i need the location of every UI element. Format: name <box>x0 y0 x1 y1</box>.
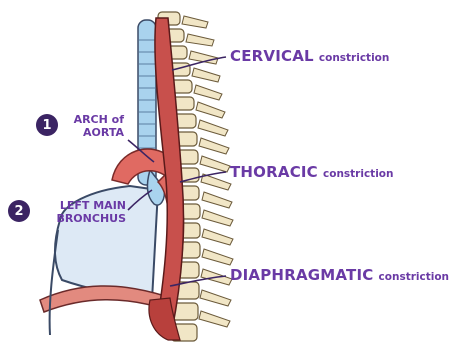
left-main-bronchus-label: LEFT MAIN BRONCHUS <box>34 199 126 225</box>
cervical-title: CERVICAL <box>230 47 314 65</box>
arch-of-aorta-line-2: AORTA <box>62 126 124 139</box>
diaphragmatic-suffix: constriction <box>379 271 450 283</box>
left-main-bronchus-line-1: LEFT MAIN <box>34 199 126 212</box>
marker-2-badge: 2 <box>8 200 30 222</box>
diaphragmatic-constriction-label: DIAPHRAGMATIC constriction <box>230 267 449 283</box>
thoracic-suffix: constriction <box>323 168 394 180</box>
thoracic-title: THORACIC <box>230 163 318 181</box>
diaphragmatic-title: DIAPHRAGMATIC <box>230 266 373 284</box>
arch-of-aorta-line-1: ARCH of <box>62 113 124 126</box>
chest-wall <box>50 230 58 335</box>
marker-1-badge: 1 <box>36 114 58 136</box>
thoracic-constriction-label: THORACIC constriction <box>230 164 394 180</box>
cervical-suffix: constriction <box>319 52 390 64</box>
left-main-bronchus-line-2: BRONCHUS <box>34 212 126 225</box>
arch-of-aorta-label: ARCH of AORTA <box>62 113 124 139</box>
cervical-constriction-label: CERVICAL constriction <box>230 48 389 64</box>
